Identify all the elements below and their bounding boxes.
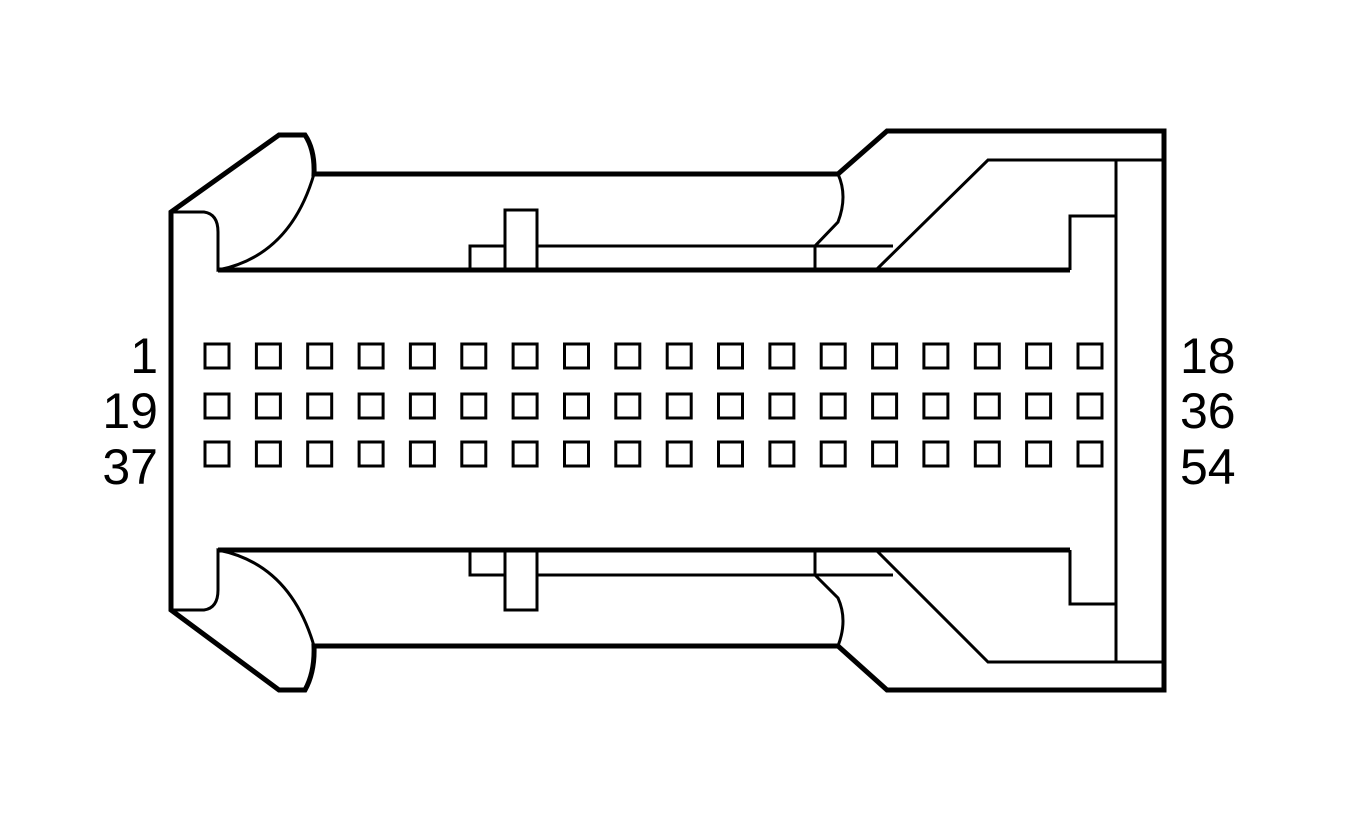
bottom-shoulder [813,550,845,647]
pin-cavity-29 [717,392,744,420]
row-2-start-label: 19 [102,383,158,439]
pin-cavity-38 [254,440,282,468]
top-lock-tab [468,208,893,270]
pin-cavity-42 [460,440,488,468]
pin-cavity-6 [460,342,488,370]
pin-cavity-14 [871,342,899,370]
pin-cavity-54 [1076,440,1104,468]
pin-cavity-28 [665,392,693,420]
pin-cavity-3 [306,342,334,370]
left-latch-top [171,173,316,272]
pin-cavity-grid [203,342,1104,468]
row-3-start-label: 37 [102,439,158,495]
bottom-lock-tab [468,550,893,612]
pin-cavity-36 [1076,392,1104,420]
pin-cavity-41 [408,440,436,468]
pin-cavity-10 [665,342,693,370]
pin-cavity-33 [922,392,950,420]
pin-cavity-7 [511,342,539,370]
pin-cavity-23 [408,392,436,420]
right-bottom-chamfer [874,548,1164,664]
row-2-end-label: 36 [1180,383,1236,439]
right-top-chamfer [874,158,1164,272]
right-top-step [1068,214,1116,270]
pin-cavity-21 [306,392,334,420]
row-1-end-label: 18 [1180,328,1236,384]
pin-cavity-49 [819,440,847,468]
pin-cavity-12 [768,342,796,370]
housing-outline [168,128,1167,693]
pin-cavity-11 [717,342,744,370]
pin-cavity-52 [973,440,1001,468]
pin-cavity-13 [819,342,847,370]
pin-cavity-18 [1076,342,1104,370]
pin-cavity-48 [768,440,796,468]
pin-cavity-20 [254,392,282,420]
pin-cavity-24 [460,392,488,420]
row-1-start-label: 1 [130,328,158,384]
pin-cavity-4 [357,342,385,370]
pin-cavity-35 [1025,392,1053,420]
pin-cavity-2 [254,342,282,370]
pin-cavity-31 [819,392,847,420]
pin-number-labels: 1 19 37 18 36 54 [102,328,1235,495]
pin-cavity-5 [408,342,436,370]
pin-cavity-8 [563,342,590,370]
pin-cavity-39 [306,440,334,468]
pin-cavity-46 [665,440,693,468]
left-latch-bottom [171,548,316,647]
connector-housing [168,128,1167,693]
pin-cavity-15 [922,342,950,370]
pin-cavity-53 [1025,440,1053,468]
pin-cavity-51 [922,440,950,468]
pin-cavity-34 [973,392,1001,420]
pin-cavity-19 [203,392,231,420]
top-shoulder [813,173,845,270]
pin-cavity-27 [614,392,642,420]
pin-cavity-47 [717,440,744,468]
pin-cavity-32 [871,392,899,420]
pin-cavity-43 [511,440,539,468]
pin-cavity-30 [768,392,796,420]
pin-cavity-17 [1025,342,1053,370]
pin-cavity-37 [203,440,231,468]
pin-cavity-22 [357,392,385,420]
pin-cavity-25 [511,392,539,420]
pin-cavity-44 [563,440,590,468]
pin-cavity-16 [973,342,1001,370]
pin-cavity-45 [614,440,642,468]
pin-cavity-1 [203,342,231,370]
pin-cavity-50 [871,440,899,468]
row-3-end-label: 54 [1180,439,1236,495]
pin-cavity-9 [614,342,642,370]
pin-cavity-40 [357,440,385,468]
right-bottom-step [1068,550,1116,606]
pin-cavity-26 [563,392,590,420]
